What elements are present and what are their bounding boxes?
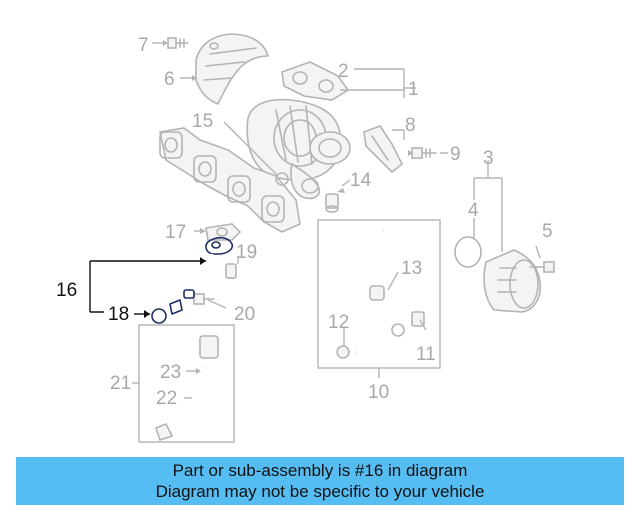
callout-13: 13 (401, 258, 422, 279)
callout-19: 19 (236, 242, 257, 263)
turbocharger-drawing (246, 98, 351, 200)
bolt-9-drawing (411, 147, 437, 159)
box-21-drawing (138, 324, 235, 443)
callout-1: 1 (408, 79, 419, 100)
bolt-20-drawing (193, 293, 215, 305)
bolt-7-drawing (167, 37, 189, 49)
fitting-19-drawing (225, 263, 237, 279)
fitting-14-drawing (325, 193, 339, 213)
callout-21: 21 (110, 373, 131, 394)
callout-14: 14 (350, 170, 372, 191)
callout-10: 10 (368, 382, 389, 403)
leader-lines (132, 42, 541, 399)
box-10-drawing (317, 219, 441, 369)
bracket-8-drawing (363, 125, 404, 174)
callout-6: 6 (164, 69, 175, 90)
gasket-2-drawing (281, 61, 350, 101)
callout-20: 20 (234, 304, 255, 325)
callout-17: 17 (165, 222, 186, 243)
sub-assembly-3-drawing (454, 236, 555, 313)
callout-8: 8 (405, 115, 416, 136)
callout-5: 5 (542, 221, 553, 242)
heat-shield-drawing (195, 33, 270, 106)
callout-9: 9 (450, 144, 461, 165)
parts-diagram: 1 2 3 4 5 6 7 8 9 10 11 12 13 14 15 16 1… (56, 33, 555, 443)
oring-18-drawing (151, 308, 167, 324)
callout-15: 15 (192, 111, 213, 132)
gasket-17-drawing (205, 223, 242, 241)
callout-3: 3 (483, 148, 494, 169)
callout-7: 7 (138, 35, 149, 56)
callout-11: 11 (416, 344, 436, 365)
banner-line-2: Diagram may not be specific to your vehi… (155, 482, 485, 501)
info-banner: Part or sub-assembly is #16 in diagram D… (16, 457, 624, 505)
leader-lines-highlight (89, 257, 206, 318)
callout-22: 22 (156, 388, 177, 409)
callout-16: 16 (56, 280, 77, 301)
callout-23: 23 (160, 362, 181, 383)
callout-2: 2 (338, 61, 349, 82)
callout-4: 4 (468, 200, 479, 221)
banner-line-1: Part or sub-assembly is #16 in diagram (172, 461, 468, 480)
oring-15-drawing (275, 172, 289, 186)
callout-18: 18 (108, 304, 129, 325)
oil-pipe-16-drawing (169, 236, 234, 315)
callout-12: 12 (328, 312, 349, 333)
leader-arrowheads (163, 40, 413, 374)
exhaust-manifold-drawing (159, 127, 301, 233)
